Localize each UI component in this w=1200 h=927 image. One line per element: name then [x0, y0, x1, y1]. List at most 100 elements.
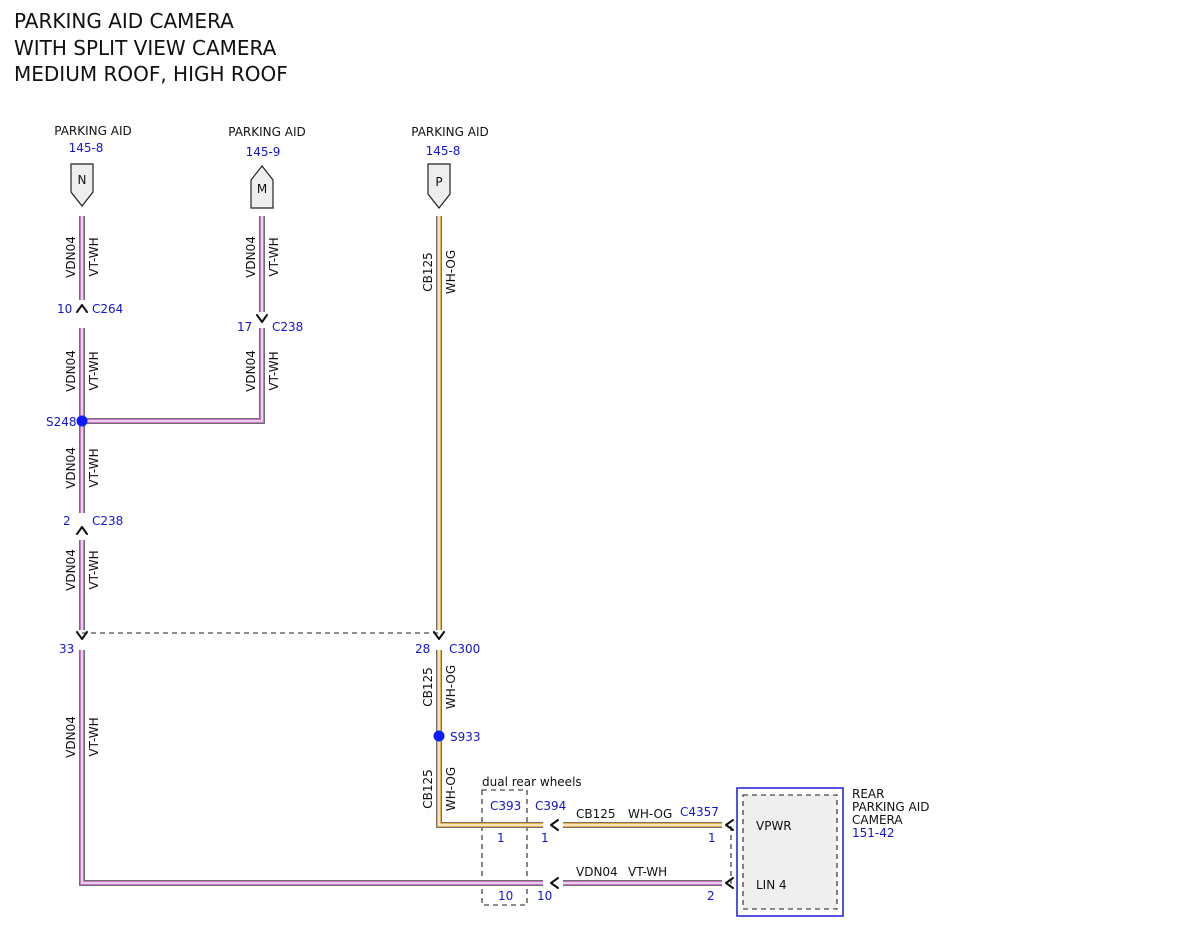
connector-pointer-icon	[70, 163, 94, 207]
cb125-wire-c300-to-c394-stripe	[438, 650, 543, 826]
connector-pointer-icon	[427, 163, 451, 209]
c4357-bottom-connector-arrow[interactable]	[725, 877, 734, 889]
dual-rear-wheels-note: dual rear wheels	[482, 775, 582, 789]
source-p-pin: P	[435, 175, 442, 189]
wire-label-vdn-2: VDN04 VT-WH	[244, 236, 281, 278]
wire-label-cb-2: CB125 WH-OG	[421, 665, 458, 709]
c238-left-pin: 2	[63, 514, 71, 528]
cb125-wire-group	[436, 216, 722, 828]
component-name-line-3: CAMERA	[852, 813, 903, 827]
c300-right-connector-arrow[interactable]	[433, 631, 445, 640]
wire-label-vdn-4: VDN04 VT-WH	[244, 350, 281, 392]
component-pin-vpwr[interactable]: VPWR	[756, 819, 792, 833]
svg-text:VT-WH: VT-WH	[87, 448, 101, 487]
wire-label-vdn-7: VDN04 VT-WH	[64, 716, 101, 758]
title-line-3: MEDIUM ROOF, HIGH ROOF	[14, 62, 288, 86]
c238-top-connector-arrow[interactable]	[256, 314, 268, 323]
svg-text:VT-WH: VT-WH	[87, 351, 101, 390]
c394-pin-bottom: 10	[537, 889, 552, 903]
svg-text:WH-OG: WH-OG	[444, 665, 458, 709]
source-n-pin: N	[78, 173, 87, 187]
splice-s248-dot[interactable]	[76, 415, 88, 427]
vdn04-wire-c238-to-s248-outline	[82, 328, 265, 424]
svg-text:VT-WH: VT-WH	[87, 717, 101, 756]
component-inner-body	[742, 794, 838, 910]
diagram-title: PARKING AID CAMERA WITH SPLIT VIEW CAMER…	[14, 9, 288, 86]
c4357-pin-top: 1	[708, 831, 716, 845]
c393-pin-bottom: 10	[498, 889, 513, 903]
source-m-ref[interactable]: 145-9	[246, 145, 281, 159]
source-connector-p[interactable]: PARKING AID 145-8 P	[411, 125, 489, 209]
svg-text:WH-OG: WH-OG	[444, 250, 458, 294]
c4357-pin-bottom: 2	[707, 889, 715, 903]
svg-text:VDN04: VDN04	[64, 350, 78, 392]
svg-text:VDN04: VDN04	[244, 350, 258, 392]
svg-text:VT-WH: VT-WH	[87, 550, 101, 589]
wire-label-vdn-1: VDN04 VT-WH	[64, 236, 101, 278]
source-connector-n[interactable]: PARKING AID 145-8 N	[54, 124, 132, 207]
vdn04-wire-c238-to-s248[interactable]	[82, 328, 264, 423]
wire-label-cb-1: CB125 WH-OG	[421, 250, 458, 294]
c264-name[interactable]: C264	[92, 302, 123, 316]
svg-text:CB125: CB125	[421, 769, 435, 809]
svg-text:CB125: CB125	[421, 667, 435, 707]
c238-top-name[interactable]: C238	[272, 320, 303, 334]
source-m-name: PARKING AID	[228, 125, 306, 139]
source-n-name: PARKING AID	[54, 124, 132, 138]
svg-text:VDN04: VDN04	[64, 549, 78, 591]
c264-connector-arrow[interactable]	[76, 304, 88, 313]
wire-label-cb-3: CB125 WH-OG	[421, 767, 458, 811]
wire-label-vdn-8-circuit: VDN04	[576, 865, 618, 879]
connector-pointer-icon	[250, 165, 274, 209]
component-name-line-2: PARKING AID	[852, 800, 930, 814]
rear-parking-aid-camera-component[interactable]: VPWR LIN 4	[736, 787, 844, 917]
c4357-top-connector-arrow[interactable]	[725, 819, 734, 831]
vdn04-wire-c300-to-c394[interactable]	[80, 650, 543, 885]
vdn04-wire-c238-to-s248-stripe	[82, 328, 263, 422]
splice-s248-label[interactable]: S248	[46, 415, 77, 429]
c394-bottom-connector-arrow[interactable]	[550, 877, 559, 889]
svg-text:VDN04: VDN04	[244, 236, 258, 278]
c264-pin: 10	[57, 302, 72, 316]
c393-pin-top: 1	[497, 831, 505, 845]
svg-text:VT-WH: VT-WH	[267, 351, 281, 390]
component-name-line-1: REAR	[852, 787, 884, 801]
wire-label-vdn-5: VDN04 VT-WH	[64, 447, 101, 489]
c394-pin-top: 1	[541, 831, 549, 845]
wire-label-cb-4-color: WH-OG	[628, 807, 672, 821]
c394-name[interactable]: C394	[535, 799, 566, 813]
dual-rear-wheels-box	[481, 789, 528, 906]
c300-left-pin: 33	[59, 642, 74, 656]
c394-top-connector-arrow[interactable]	[550, 819, 559, 831]
splice-s933-dot[interactable]	[433, 730, 445, 742]
c238-top-pin: 17	[237, 320, 252, 334]
component-pin-lin4[interactable]: LIN 4	[756, 878, 787, 892]
c238-left-name[interactable]: C238	[92, 514, 123, 528]
title-line-1: PARKING AID CAMERA	[14, 9, 234, 33]
c238-left-connector-arrow[interactable]	[76, 526, 88, 535]
wire-label-vdn-8-color: VT-WH	[628, 865, 667, 879]
vdn04-wire-c300-to-c394-stripe	[81, 650, 543, 884]
wire-label-cb-4-circuit: CB125	[576, 807, 616, 821]
c300-right-pin: 28	[415, 642, 430, 656]
source-n-ref[interactable]: 145-8	[69, 141, 104, 155]
svg-text:VDN04: VDN04	[64, 716, 78, 758]
source-m-pin: M	[257, 182, 267, 196]
wire-label-vdn-3: VDN04 VT-WH	[64, 350, 101, 392]
wire-label-vdn-6: VDN04 VT-WH	[64, 549, 101, 591]
vdn04-wire-c300-to-c394-outline	[79, 650, 543, 886]
c4357-name[interactable]: C4357	[680, 805, 719, 819]
source-connector-m[interactable]: PARKING AID 145-9 M	[228, 125, 306, 209]
source-p-ref[interactable]: 145-8	[426, 144, 461, 158]
svg-text:VT-WH: VT-WH	[267, 237, 281, 276]
svg-text:VDN04: VDN04	[64, 236, 78, 278]
svg-text:WH-OG: WH-OG	[444, 767, 458, 811]
source-p-name: PARKING AID	[411, 125, 489, 139]
c393-name[interactable]: C393	[490, 799, 521, 813]
splice-s933-label[interactable]: S933	[450, 730, 481, 744]
c300-name[interactable]: C300	[449, 642, 480, 656]
svg-text:VT-WH: VT-WH	[87, 237, 101, 276]
component-ref[interactable]: 151-42	[852, 826, 895, 840]
svg-text:VDN04: VDN04	[64, 447, 78, 489]
